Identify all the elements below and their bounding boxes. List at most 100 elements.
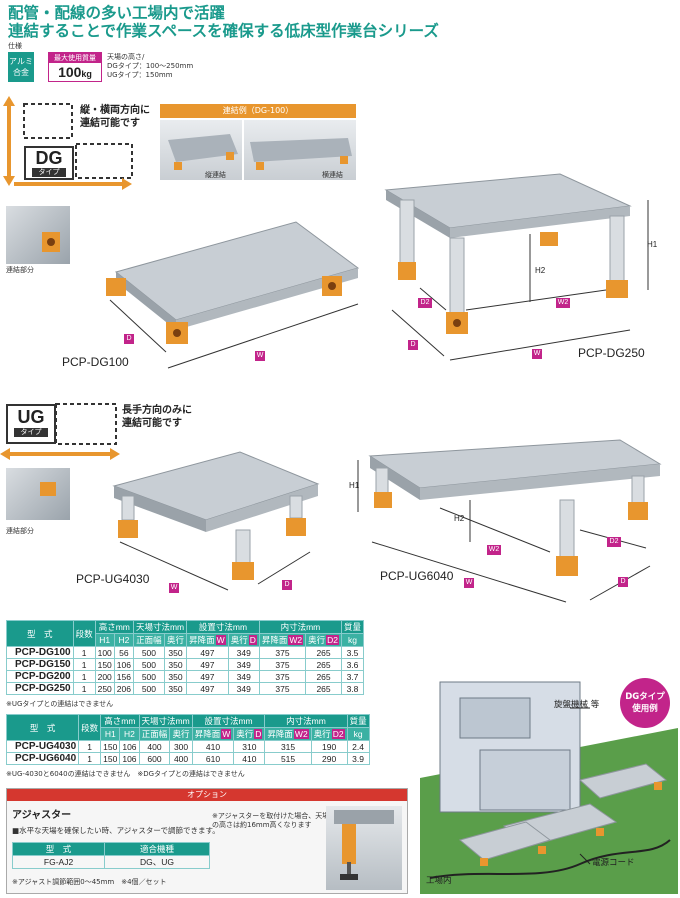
value-cell: 500 (132, 682, 165, 695)
value-cell: 265 (305, 670, 342, 683)
arrow-up-icon (3, 96, 15, 106)
th-sub: 正面幅 (138, 727, 171, 741)
adj-model: FG-AJ2 (11, 855, 106, 869)
ug4030-dim-W: W (169, 583, 179, 593)
height-note: 天場の高さ/ DGタイプ：100〜250mm UGタイプ：150mm (107, 53, 194, 79)
ug4030-model: PCP-UG4030 (76, 572, 150, 586)
ug-joint-photo (6, 468, 70, 520)
option-desc: ■水平な天場を確保したい時、アジャスターで調節できます。 (12, 826, 220, 835)
value-cell: 349 (227, 670, 260, 683)
th-model: 型 式 (5, 714, 80, 741)
ug6040-dim-H2: H2 (454, 514, 465, 523)
th-install: 設置寸法mm (191, 714, 266, 728)
ug6040-dim-W2: W2 (487, 545, 501, 555)
value-cell: 350 (163, 670, 188, 683)
value-cell: 1 (78, 740, 102, 753)
example-title: 連結例（DG-100） (160, 104, 356, 118)
value-cell: 250 (94, 682, 115, 695)
value-cell: 3.5 (340, 646, 365, 659)
value-cell: 310 (233, 740, 266, 753)
value-cell: 3.6 (340, 658, 365, 671)
value-cell: 106 (119, 740, 140, 753)
value-cell: 3.9 (346, 752, 370, 765)
ug4030-illustration (112, 451, 320, 591)
th-sub: kg (340, 633, 365, 647)
value-cell: 190 (310, 740, 348, 753)
headline-line2: 連結することで作業スペースを確保する低床型作業台シリーズ (8, 22, 439, 40)
value-cell: 610 (191, 752, 235, 765)
ug-connect-diagram (0, 403, 120, 460)
arrow-down-icon (3, 176, 15, 186)
dashed-box-right (55, 403, 117, 445)
usage-illustration (420, 681, 678, 894)
value-cell: 375 (258, 658, 307, 671)
model-cell: PCP-DG200 (6, 670, 74, 683)
value-cell: 265 (305, 658, 342, 671)
th-adj-fit: 適合機種 (104, 842, 210, 856)
value-cell: 200 (94, 670, 115, 683)
th-sub: 正面幅 (132, 633, 165, 647)
th-mass: 質量 (340, 620, 365, 634)
value-cell: 497 (186, 670, 229, 683)
th-inner: 内寸法mm (258, 620, 343, 634)
example-horizontal-photo (244, 120, 356, 180)
dg250-illustration (384, 173, 649, 361)
ug-spec-table: 型 式 段数 高さmm 天場寸法mm 設置寸法mm 内寸法mm 質量 H1 H2… (5, 714, 370, 765)
ug6040-illustration (357, 439, 662, 603)
arrow-shaft-horizontal (14, 182, 124, 186)
dg250-dim-D: D (408, 340, 418, 350)
ug6040-dim-D2: D2 (607, 537, 621, 547)
value-cell: 400 (138, 740, 171, 753)
material-badge: アルミ 合金 (8, 52, 34, 82)
arrow-shaft-vertical (7, 106, 11, 176)
dg100-model: PCP-DG100 (62, 355, 129, 369)
spec-label: 仕様 (8, 42, 22, 50)
value-cell: 410 (191, 740, 235, 753)
value-cell: 106 (119, 752, 140, 765)
ug-joint-label: 連結部分 (6, 527, 34, 535)
value-cell: 400 (169, 752, 193, 765)
value-cell: 150 (100, 740, 121, 753)
ug6040-model: PCP-UG6040 (380, 569, 454, 583)
platform-1 (578, 763, 668, 799)
value-cell: 497 (186, 658, 229, 671)
dg-joint-label: 連結部分 (6, 266, 34, 274)
example-vertical-label: 縦連結 (205, 171, 226, 179)
th-inner: 内寸法mm (264, 714, 348, 728)
adjuster-photo (326, 806, 402, 890)
value-cell: 300 (169, 740, 193, 753)
value-cell: 410 (233, 752, 266, 765)
th-sub: 奥行 (169, 727, 193, 741)
value-cell: 349 (227, 658, 260, 671)
max-load-unit: kg (81, 69, 92, 79)
ug-connect-text: 長手方向のみに 連結可能です (122, 405, 192, 429)
value-cell: 350 (163, 646, 188, 659)
value-cell: 156 (113, 670, 134, 683)
option-side-note: ※アジャスターを取付けた場合、天場 の高さは約16mm高くなります (212, 812, 330, 829)
dg100-dim-W: W (255, 351, 265, 361)
model-cell: PCP-DG100 (6, 646, 74, 659)
dg-connect-diagram (3, 96, 133, 190)
ug6040-dim-H1: H1 (349, 481, 360, 490)
ug6040-dim-W: W (464, 578, 474, 588)
value-cell: 265 (305, 646, 342, 659)
value-cell: 315 (264, 740, 312, 753)
th-top: 天場寸法mm (138, 714, 193, 728)
th-sub: H2 (113, 633, 134, 647)
ug4030-dim-D: D (282, 580, 292, 590)
th-sub: kg (346, 727, 370, 741)
th-sub: H1 (100, 727, 121, 741)
table2-note: ※UG-4030と6040の連結はできません ※DGタイプとの連結はできません (6, 770, 245, 778)
arrow-right-icon (110, 448, 120, 460)
dg100-illustration (106, 221, 360, 369)
value-cell: 56 (113, 646, 134, 659)
th-steps: 段数 (78, 714, 102, 741)
value-cell: 500 (132, 658, 165, 671)
value-cell: 206 (113, 682, 134, 695)
